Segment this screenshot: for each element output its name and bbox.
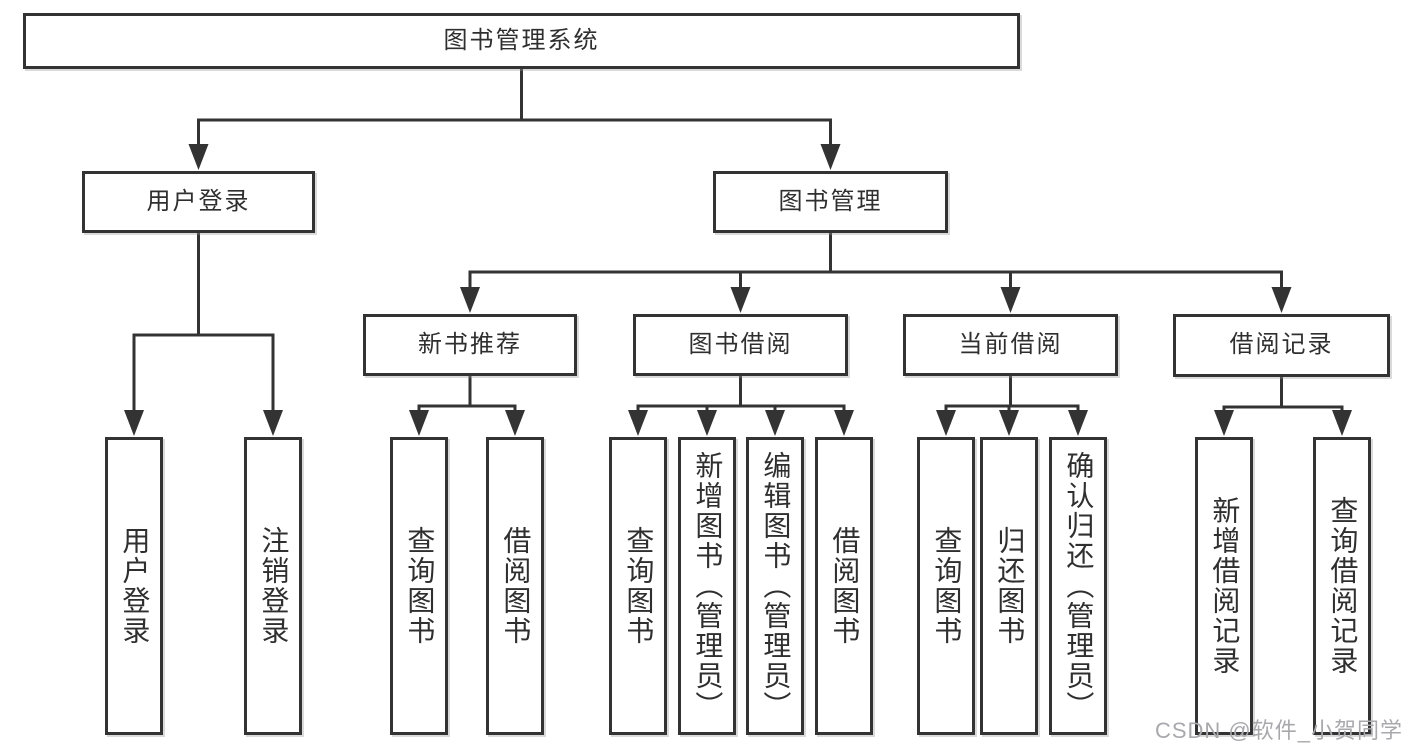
arrowhead-icon xyxy=(1271,287,1292,313)
diagram-node-borrow-record: 借阅记录 xyxy=(1173,314,1390,377)
watermark: CSDN @软件_小贺同学 xyxy=(1154,718,1403,743)
diagram-node-new-book-rec: 新书推荐 xyxy=(363,314,577,376)
diagram-node-leaf-cb-query: 查询图书 xyxy=(917,437,975,735)
diagram-node-book-mgmt: 图书管理 xyxy=(713,171,948,233)
arrowhead-icon xyxy=(999,410,1019,436)
diagram-node-leaf-cb-confirm: 确认归还（管理员） xyxy=(1049,437,1107,735)
arrowhead-icon xyxy=(730,287,751,313)
diagram-node-leaf-logout: 注销登录 xyxy=(244,437,302,735)
arrowhead-icon xyxy=(765,410,785,436)
diagram-node-leaf-cb-return: 归还图书 xyxy=(980,437,1038,735)
arrowhead-icon xyxy=(263,410,283,436)
arrowhead-icon xyxy=(505,410,525,436)
arrowhead-icon xyxy=(1332,410,1352,436)
diagram-node-leaf-br-add: 新增借阅记录 xyxy=(1195,437,1253,735)
diagram-node-leaf-user-login: 用户登录 xyxy=(105,437,163,735)
arrowhead-icon xyxy=(936,410,956,436)
arrowhead-icon xyxy=(460,287,480,313)
arrowhead-icon xyxy=(409,410,429,436)
arrowhead-icon xyxy=(628,410,648,436)
diagram-node-leaf-nb-borrow: 借阅图书 xyxy=(486,437,544,735)
arrowhead-icon xyxy=(124,410,144,436)
diagram-node-root: 图书管理系统 xyxy=(23,13,1020,69)
arrowhead-icon xyxy=(834,410,854,436)
diagram-node-leaf-bb-edit: 编辑图书（管理员） xyxy=(746,437,804,735)
diagram-node-current-borrow: 当前借阅 xyxy=(903,314,1118,376)
arrowhead-icon xyxy=(188,144,209,170)
arrowhead-icon xyxy=(1214,410,1234,436)
arrowhead-icon xyxy=(1000,287,1021,313)
arrowhead-icon xyxy=(820,144,841,170)
diagram-node-leaf-bb-add: 新增图书（管理员） xyxy=(678,437,736,735)
diagram-node-leaf-nb-query: 查询图书 xyxy=(390,437,448,735)
arrowhead-icon xyxy=(1068,410,1088,436)
diagram-node-leaf-br-query: 查询借阅记录 xyxy=(1313,437,1371,735)
diagram-node-leaf-bb-borrow: 借阅图书 xyxy=(815,437,873,735)
arrowhead-icon xyxy=(697,410,717,436)
diagram-node-book-borrow: 图书借阅 xyxy=(633,314,848,376)
diagram-node-leaf-bb-query: 查询图书 xyxy=(609,437,667,735)
diagram-node-user-login: 用户登录 xyxy=(82,171,315,233)
